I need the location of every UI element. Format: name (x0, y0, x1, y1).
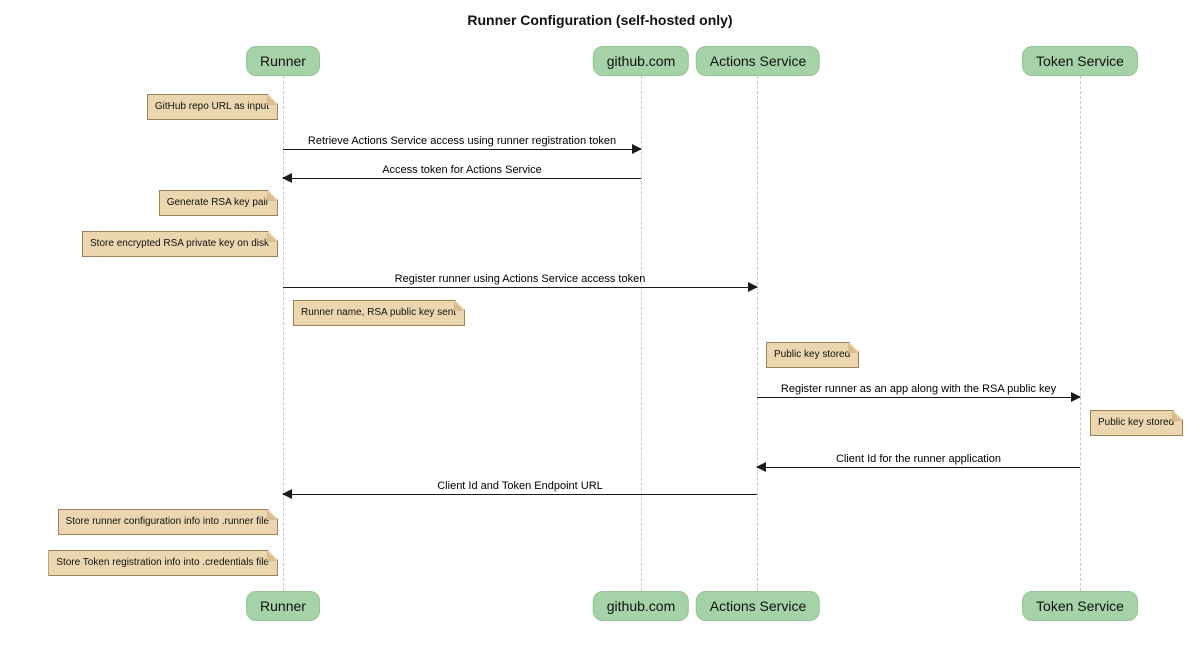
lifeline-runner (283, 76, 284, 591)
participant-token-service-top: Token Service (1022, 46, 1138, 76)
lifeline-token-service (1080, 76, 1081, 591)
message-label: Client Id for the runner application (835, 453, 1002, 465)
participant-runner-bottom: Runner (246, 591, 320, 621)
message-register-runner: Register runner using Actions Service ac… (283, 273, 758, 292)
participant-github-top: github.com (592, 46, 690, 76)
note-store-token-registration: Store Token registration info into .cred… (48, 550, 278, 576)
note-store-runner-config: Store runner configuration info into .ru… (58, 509, 278, 535)
message-label: Register runner using Actions Service ac… (394, 273, 646, 285)
message-retrieve-actions-access: Retrieve Actions Service access using ru… (283, 135, 642, 154)
message-label: Access token for Actions Service (382, 164, 542, 176)
participant-actions-service-top: Actions Service (695, 46, 821, 76)
diagram-title: Runner Configuration (self-hosted only) (467, 12, 733, 28)
note-github-repo-url: GitHub repo URL as input (147, 94, 278, 120)
lifeline-github (641, 76, 642, 591)
participant-runner-top: Runner (246, 46, 320, 76)
note-public-key-stored-token: Public key stored (1090, 410, 1183, 436)
lifeline-actions-service (757, 76, 758, 591)
participant-token-service-bottom: Token Service (1022, 591, 1138, 621)
message-client-id-endpoint: Client Id and Token Endpoint URL (282, 480, 757, 499)
note-store-private-key: Store encrypted RSA private key on disk (82, 231, 278, 257)
message-label: Client Id and Token Endpoint URL (437, 480, 603, 492)
note-public-key-stored-actions: Public key stored (766, 342, 859, 368)
message-access-token-returned: Access token for Actions Service (282, 164, 641, 183)
note-runner-name-sent: Runner name, RSA public key sent (293, 300, 465, 326)
note-generate-rsa-key-pair: Generate RSA key pair (159, 190, 278, 216)
message-label: Register runner as an app along with the… (780, 383, 1057, 395)
message-client-id-returned: Client Id for the runner application (756, 453, 1080, 472)
message-label: Retrieve Actions Service access using ru… (307, 135, 617, 147)
message-register-runner-app: Register runner as an app along with the… (757, 383, 1081, 402)
participant-actions-service-bottom: Actions Service (695, 591, 821, 621)
participant-github-bottom: github.com (592, 591, 690, 621)
